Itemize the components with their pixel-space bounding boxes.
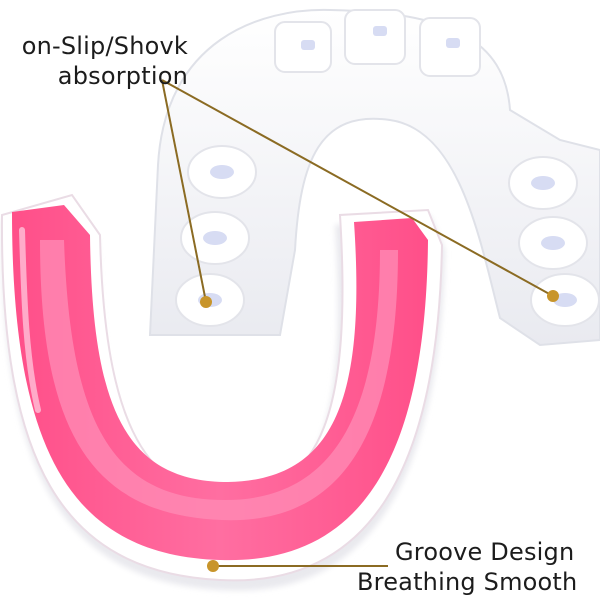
white-mouthguard-body bbox=[148, 8, 600, 347]
pink-mouthguard bbox=[0, 193, 445, 591]
white-mouthguard bbox=[148, 8, 600, 347]
pointer-dot bbox=[207, 560, 219, 572]
callout-pointers bbox=[161, 79, 559, 572]
callout-top-line2: absorption bbox=[57, 62, 188, 90]
pointer-dot bbox=[200, 296, 212, 308]
pink-mouthguard-highlight bbox=[19, 227, 41, 413]
pointer-dot bbox=[547, 290, 559, 302]
callout-shock-absorption: on-Slip/Shovk absorption bbox=[0, 31, 188, 91]
callout-bottom-line1: Groove Design bbox=[395, 538, 575, 566]
cell bbox=[344, 9, 406, 65]
callout-groove-design: Groove Design Breathing Smooth bbox=[357, 537, 577, 597]
callout-bottom-line2: Breathing Smooth bbox=[357, 568, 578, 596]
pointer-line bbox=[161, 79, 207, 303]
pointer-line bbox=[161, 79, 554, 297]
callout-top-line1: on-Slip/Shovk bbox=[21, 32, 188, 60]
